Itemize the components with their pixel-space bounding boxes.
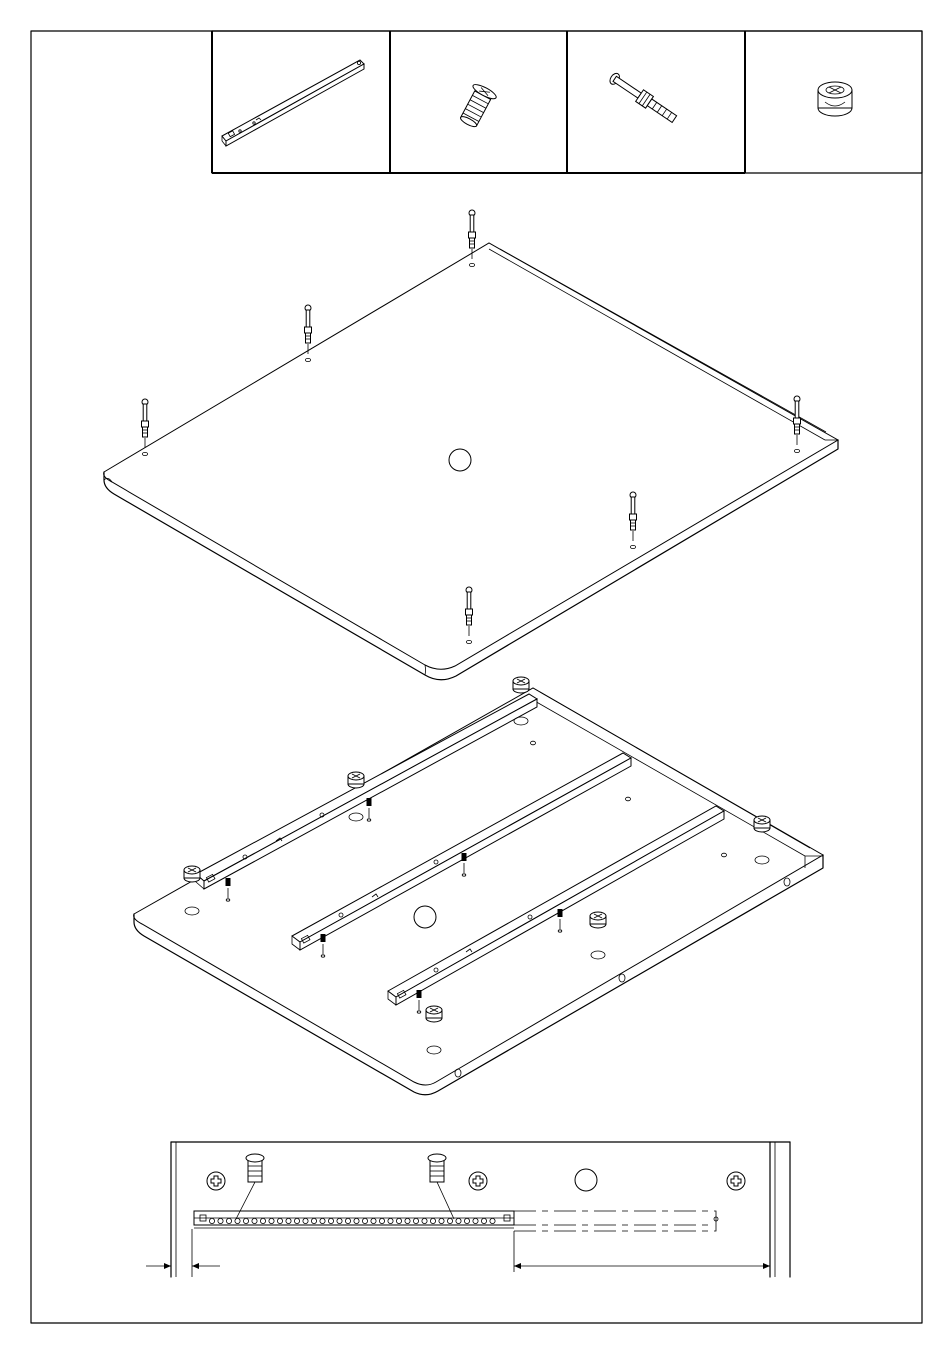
- euro-screw-icon: [236, 1154, 264, 1219]
- page-border: [31, 31, 922, 1323]
- cam-lock-icon: [818, 82, 852, 116]
- euro-screw-icon: [456, 82, 498, 130]
- detail-view: [146, 1142, 790, 1277]
- bottom-panel: [134, 688, 823, 1095]
- dimension-lines: [146, 1229, 770, 1277]
- step-marker: [414, 906, 436, 928]
- cam-bolt-icon: [607, 71, 678, 125]
- step-marker: [575, 1169, 597, 1191]
- euro-screw-icon: [428, 1154, 454, 1219]
- step-marker: [449, 449, 471, 471]
- drawer-runner-icon: [222, 60, 364, 146]
- hardware-parts-table: [212, 31, 922, 173]
